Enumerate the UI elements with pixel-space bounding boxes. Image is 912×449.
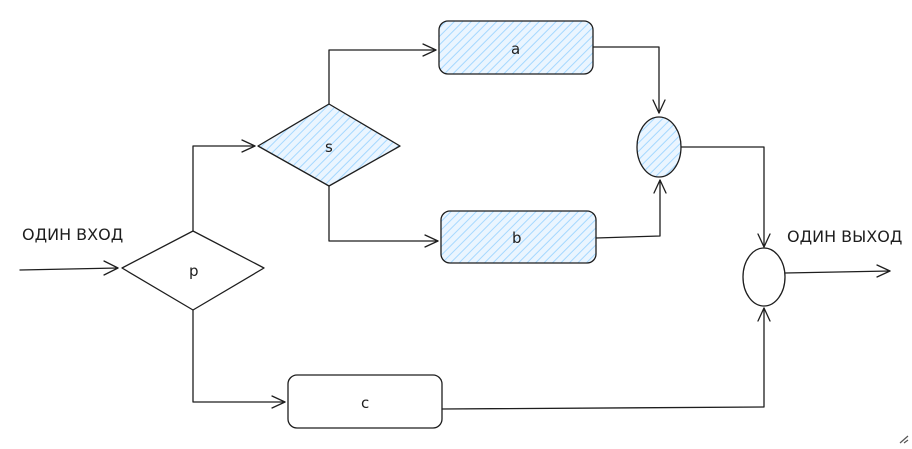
input-arrow-head: [103, 260, 119, 276]
node-s-label: s: [325, 138, 333, 156]
edge-c-final: [441, 307, 765, 410]
node-a-label: a: [511, 40, 520, 58]
output-arrow-head: [876, 264, 891, 278]
edge-p-c-head: [271, 395, 286, 409]
edge-s-b: [328, 185, 439, 242]
process-node-c: [287, 374, 443, 429]
resize-handle-icon[interactable]: [899, 435, 909, 444]
edge-s-b-head: [424, 234, 439, 248]
edge-merge-final-head: [757, 233, 771, 248]
node-p-label: p: [189, 262, 199, 280]
node-c-label: c: [361, 394, 369, 412]
decision-node-s: [257, 103, 401, 187]
process-node-b: [440, 210, 597, 264]
edge-p-c: [192, 309, 286, 403]
edge-a-merge-head: [652, 99, 666, 114]
decision-node-p: [121, 230, 265, 311]
edge-b-merge: [595, 179, 661, 239]
output-arrow: [784, 270, 891, 274]
edge-p-s-head: [241, 139, 256, 153]
edge-s-a-head: [422, 43, 437, 57]
node-b-label: b: [512, 229, 522, 247]
edge-merge-final: [680, 146, 765, 248]
edge-c-final-head: [757, 307, 771, 322]
edge-b-merge-head: [653, 179, 667, 194]
edge-s-a: [328, 49, 437, 105]
merge-junction-ab: [636, 116, 682, 178]
edge-a-merge: [592, 46, 660, 114]
input-arrow: [19, 267, 119, 271]
edge-p-s: [192, 145, 256, 232]
merge-junction-final: [742, 247, 786, 307]
output-label: ОДИН ВЫХОД: [787, 227, 902, 246]
input-label: ОДИН ВХОД: [22, 225, 123, 244]
